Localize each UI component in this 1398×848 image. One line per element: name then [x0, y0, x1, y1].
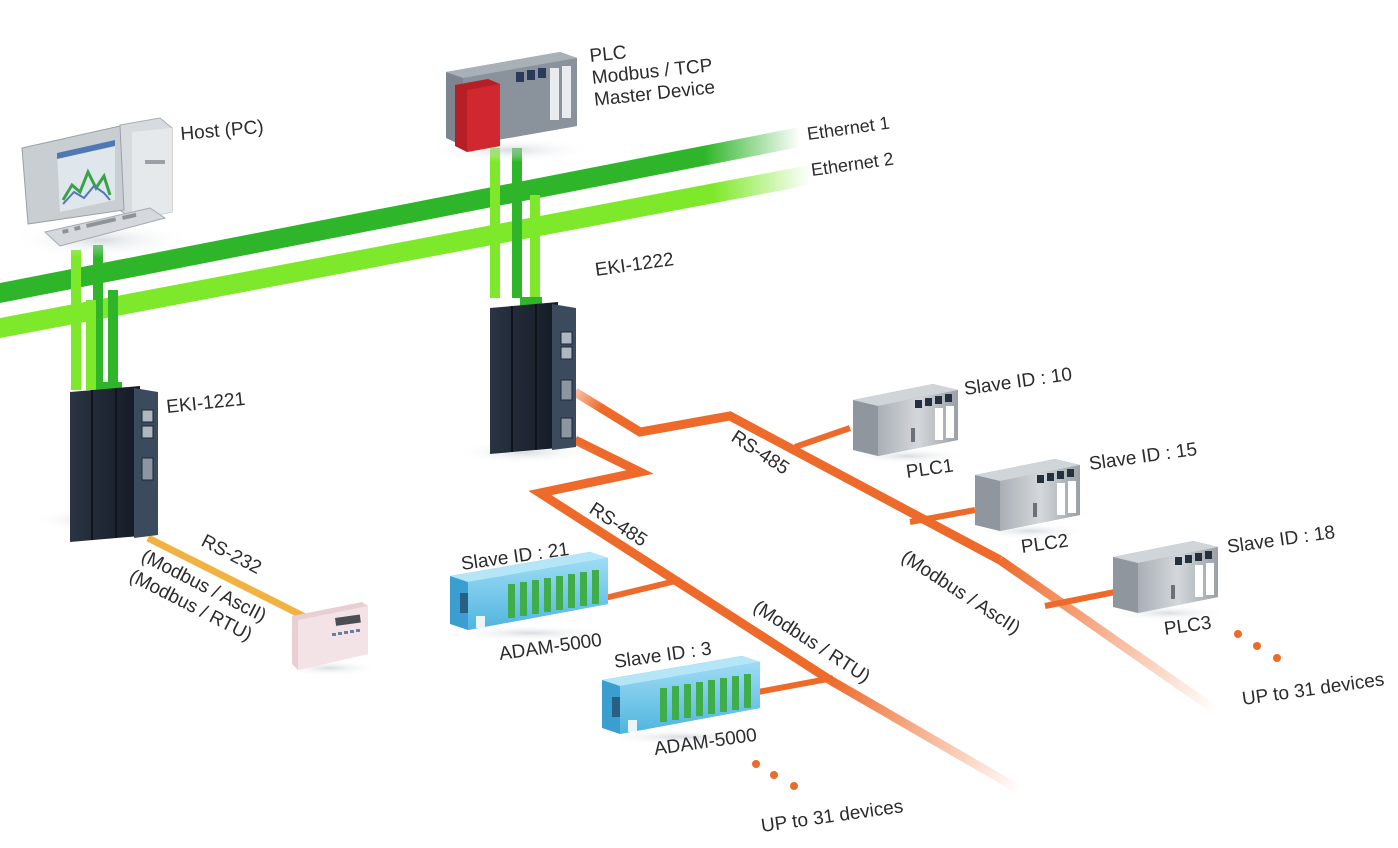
eki1221-switch-icon[interactable] [30, 382, 170, 542]
plc1-icon[interactable] [848, 384, 968, 464]
hmi-panel-icon[interactable] [280, 602, 380, 676]
plc3-slave-id: Slave ID : 18 [1226, 522, 1337, 558]
rs485-plc-capacity: UP to 31 devices [1241, 669, 1386, 710]
plc2-icon[interactable] [970, 459, 1090, 539]
plc1-slave-id: Slave ID : 10 [963, 364, 1074, 400]
plc-master-ethernet-drops [490, 148, 540, 303]
rs485-plc-line [572, 388, 1218, 714]
ethernet-1-label: Ethernet 1 [806, 113, 891, 144]
ethernet-1-line [0, 127, 800, 303]
svg-text:PLC: PLC [589, 42, 628, 67]
eki1222-label: EKI-1222 [594, 249, 675, 281]
adam5000-3-icon[interactable] [597, 656, 767, 745]
rs485-adam-capacity: UP to 31 devices [760, 796, 905, 837]
eki1221-ethernet-drops [86, 290, 118, 390]
eki1221-label: EKI-1221 [165, 389, 246, 418]
more-plc-devices-dots [1234, 630, 1281, 662]
host-label: Host (PC) [180, 117, 265, 145]
more-adam-devices-dots [752, 760, 798, 790]
host-pc-icon[interactable] [10, 117, 190, 258]
rs485-adam-line [528, 435, 1023, 794]
ethernet-2-label: Ethernet 2 [810, 149, 895, 180]
plc2-slave-id: Slave ID : 15 [1088, 439, 1199, 475]
ethernet-2-line [0, 165, 810, 338]
plc-master-device-icon[interactable] [425, 52, 595, 162]
rs232-line [146, 534, 307, 621]
adam5000-21-icon[interactable] [445, 552, 615, 641]
host-ethernet-drops [71, 245, 103, 390]
plc-master-label: PLC Modbus / TCP Master Device [589, 42, 717, 111]
eki1222-switch-icon[interactable] [455, 297, 595, 464]
plc3-icon[interactable] [1108, 541, 1228, 621]
